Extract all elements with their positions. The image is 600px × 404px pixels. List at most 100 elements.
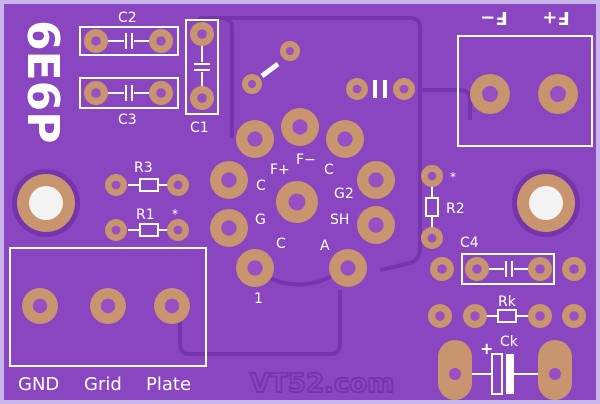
cap-diag-pad-1-hole — [248, 80, 256, 88]
resistor-r1: R1 * — [105, 207, 189, 241]
pin-label-fplus: F+ — [270, 162, 290, 178]
trace-right-mid — [420, 88, 472, 120]
c3-pad-1-hole — [91, 88, 101, 98]
c4-label: C4 — [460, 235, 479, 251]
r1-pad-2-hole — [173, 225, 183, 235]
pin-label-sh: SH — [330, 212, 349, 228]
c1-label: C1 — [190, 120, 209, 136]
pin-label-c-top-right: C — [324, 162, 334, 178]
mount-hole-right-drill — [529, 186, 563, 220]
c3-pad-2-hole — [156, 88, 166, 98]
r1-pad-1-hole — [111, 225, 121, 235]
rk-pad-1-hole — [470, 311, 480, 321]
mount-hole-right — [512, 169, 580, 237]
r2-label: R2 — [446, 201, 465, 217]
pin-label-g2: G2 — [334, 186, 354, 202]
r2-pad-1-hole — [427, 171, 437, 181]
board-title: 6E6P — [17, 20, 68, 144]
socket-pin-g2-hole — [368, 172, 384, 188]
ck-pad-right-hole — [549, 368, 561, 380]
ck-pad-left-hole — [449, 368, 461, 380]
capacitor-ck: Ck + — [438, 334, 572, 400]
c1-outline — [185, 19, 219, 115]
power-pad-fminus-hole — [482, 86, 498, 102]
mount-hole-left-drill — [29, 186, 63, 220]
mount-hole-left — [12, 169, 80, 237]
cap-horiz-pad-1-hole — [352, 84, 362, 94]
socket-pin-g-hole — [221, 220, 237, 236]
power-label-fminus: F− — [480, 7, 507, 28]
socket-pin-top-hole — [292, 119, 308, 135]
power-pad-fplus-hole — [550, 86, 566, 102]
c4-pad-1-hole — [472, 264, 482, 274]
ceramic-cap-horizontal — [346, 78, 415, 100]
socket-pin-c-top-left-hole — [247, 131, 263, 147]
rk-pad-outer-right-hole — [569, 311, 579, 321]
pin-label-c-top-left: C — [256, 178, 266, 194]
signal-label-grid: Grid — [84, 374, 122, 395]
r3-pad-2-hole — [173, 180, 183, 190]
tube-socket: F+ F− C C G2 G SH C A 1 — [210, 108, 395, 307]
socket-pin-a-hole — [340, 260, 356, 276]
pin-label-a: A — [320, 238, 330, 254]
c4-outline — [461, 253, 555, 285]
cap-diag-pad-2-hole — [286, 47, 294, 55]
r3-pad-1-hole — [111, 180, 121, 190]
cap-diag-body — [260, 62, 280, 78]
signal-label-plate: Plate — [146, 374, 191, 395]
power-connector-outline — [457, 35, 593, 147]
r2-pad-2-hole — [427, 233, 437, 243]
c4-pad-outer-left-hole — [437, 264, 447, 274]
resistor-rk: Rk — [428, 294, 586, 328]
c1-pad-2-hole — [197, 93, 207, 103]
c2-outline — [79, 26, 179, 56]
signal-pad-plate-hole — [164, 298, 180, 314]
socket-pin-1-hole — [247, 260, 263, 276]
power-label-fplus: F+ — [542, 7, 569, 28]
capacitor-c4: C4 — [430, 235, 586, 285]
rk-pad-2-hole — [535, 311, 545, 321]
c2-label: C2 — [118, 10, 137, 26]
r1-star: * — [172, 207, 178, 221]
ck-body-negative — [506, 354, 514, 394]
signal-label-gnd: GND — [18, 374, 59, 395]
pin-label-fminus: F− — [296, 152, 316, 168]
pin-label-1: 1 — [254, 291, 263, 307]
r1-label: R1 — [136, 207, 155, 223]
c1-pad-1-hole — [197, 29, 207, 39]
rk-pad-outer-left-hole — [435, 311, 445, 321]
c3-label: C3 — [118, 112, 137, 128]
socket-pin-left-upper-hole — [221, 172, 237, 188]
socket-pin-sh-hole — [368, 217, 384, 233]
socket-center-pad-hole — [288, 193, 306, 211]
cap-horiz-pad-2-hole — [399, 84, 409, 94]
ck-polarity: + — [480, 339, 493, 358]
c4-pad-2-hole — [535, 264, 545, 274]
c3-outline — [79, 77, 179, 109]
ck-body — [491, 353, 503, 395]
pin-label-g: G — [255, 212, 266, 228]
trace-left-loop — [220, 16, 422, 272]
r2-star: * — [450, 170, 456, 184]
signal-pad-gnd-hole — [32, 298, 48, 314]
pin-label-c-bottom: C — [276, 236, 286, 252]
capacitor-c1: C1 — [185, 19, 219, 136]
c2-pad-2-hole — [156, 36, 166, 46]
capacitor-c3: C3 — [79, 77, 179, 128]
power-connector: F− F+ — [457, 7, 593, 147]
ceramic-cap-diagonal — [242, 41, 300, 94]
signal-connector: GND Grid Plate — [9, 247, 207, 395]
c2-pad-1-hole — [91, 36, 101, 46]
capacitor-c2: C2 — [79, 10, 179, 56]
ck-label: Ck — [500, 334, 519, 350]
watermark: VT52.com — [250, 369, 394, 399]
socket-pin-c-top-right-hole — [337, 131, 353, 147]
resistor-r3: R3 — [105, 160, 189, 196]
signal-connector-outline — [9, 247, 207, 367]
trace-bottom-loop — [178, 290, 342, 356]
c4-pad-outer-right-hole — [569, 264, 579, 274]
rk-label: Rk — [498, 294, 517, 310]
r3-label: R3 — [134, 160, 153, 176]
resistor-r2: R2 * — [421, 165, 465, 249]
